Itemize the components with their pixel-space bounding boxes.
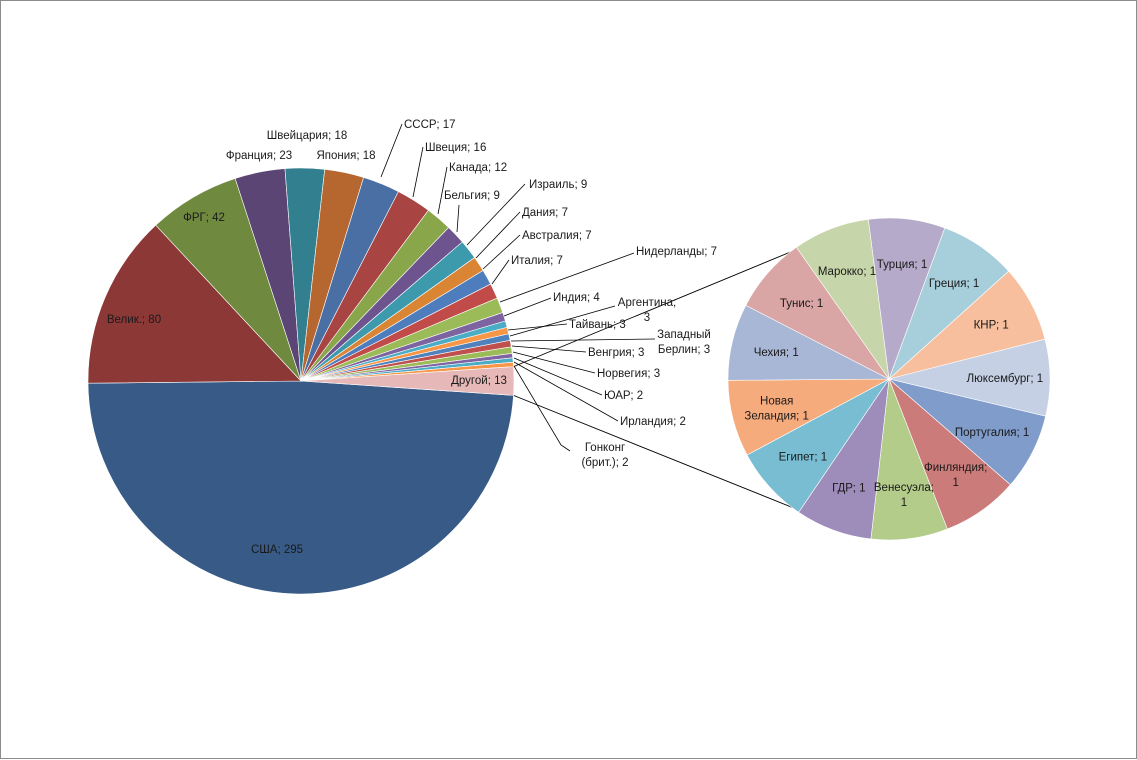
leader-line	[510, 338, 656, 342]
pie-label-сша: США; 295	[251, 544, 303, 556]
leader-line	[503, 297, 552, 317]
secondary-label-финляндия: Финляндия;1	[924, 462, 987, 489]
pie-label-аргентина: Аргентина;3	[618, 297, 676, 324]
connector-line-bottom	[513, 394, 832, 524]
leader-line	[482, 234, 521, 270]
leader-line	[499, 252, 635, 303]
pie-label-гонконг-брит: Гонконг(брит.); 2	[581, 442, 628, 469]
leader-line	[507, 323, 568, 331]
secondary-label-марокко: Марокко; 1	[818, 266, 876, 278]
secondary-label-венесуэла: Венесуэла;1	[874, 482, 934, 509]
leader-line	[513, 357, 603, 396]
pie-label-велик: Велик.; 80	[107, 314, 161, 326]
leader-line	[380, 123, 403, 178]
leader-line	[513, 365, 571, 452]
pie-label-швейцария: Швейцария; 18	[267, 130, 348, 142]
pie-label-италия: Италия; 7	[511, 255, 563, 267]
pie-label-другой: Другой; 13	[451, 375, 507, 387]
secondary-label-гдр: ГДР; 1	[832, 483, 865, 495]
pie-label-япония: Япония; 18	[316, 150, 375, 162]
secondary-label-кнр: КНР; 1	[974, 319, 1009, 331]
pie-label-канада: Канада; 12	[449, 162, 507, 174]
pie-label-швеция: Швеция; 16	[425, 142, 486, 154]
pie-label-венгрия: Венгрия; 3	[588, 347, 644, 359]
secondary-label-греция: Греция; 1	[929, 278, 979, 290]
leader-line	[513, 361, 619, 422]
leader-line	[491, 259, 510, 285]
leader-line	[509, 305, 616, 337]
pie-label-бельгия: Бельгия; 9	[444, 190, 500, 202]
pie-label-юар: ЮАР; 2	[604, 390, 643, 402]
pie-label-индия: Индия; 4	[553, 292, 600, 304]
leader-line	[475, 211, 521, 259]
leader-line	[512, 351, 596, 374]
pie-label-франция: Франция; 23	[226, 150, 292, 162]
leader-line	[412, 146, 424, 198]
pie-label-нидерланды: Нидерланды; 7	[636, 246, 717, 258]
pie-label-фрг: ФРГ; 42	[183, 212, 225, 224]
secondary-label-португалия: Португалия; 1	[955, 427, 1029, 439]
pie-label-израиль: Израиль; 9	[529, 179, 587, 191]
leader-line	[466, 183, 526, 246]
secondary-slice-марокко	[796, 219, 890, 380]
leader-line	[437, 166, 448, 215]
pie-label-норвегия: Норвегия; 3	[597, 368, 660, 380]
pie-label-тайвань: Тайвань; 3	[569, 319, 626, 331]
leader-line	[511, 345, 587, 353]
secondary-label-чехия: Чехия; 1	[754, 347, 799, 359]
pie-label-ссср: СССР; 17	[404, 119, 456, 131]
secondary-label-тунис: Тунис; 1	[780, 298, 823, 310]
pie-slice-велик	[87, 224, 302, 384]
pie-label-дания: Дания; 7	[522, 207, 568, 219]
secondary-label-египет: Египет; 1	[779, 452, 828, 464]
leader-line	[456, 204, 460, 233]
secondary-label-люксембург: Люксембург; 1	[967, 373, 1044, 385]
pie-label-ирландия: Ирландия; 2	[620, 416, 686, 428]
pie-slice-сша	[87, 380, 514, 595]
pie-label-австралия: Австралия; 7	[522, 230, 592, 242]
secondary-label-турция: Турция; 1	[877, 259, 927, 271]
pie-slice-другой	[300, 366, 515, 396]
